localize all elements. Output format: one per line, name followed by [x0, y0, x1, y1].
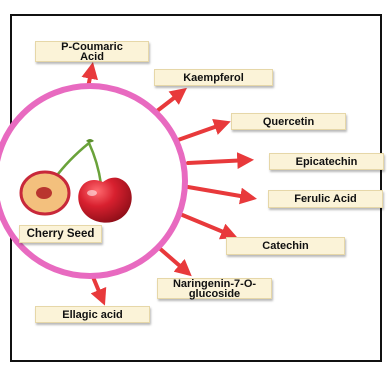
compound-label-catechin: Catechin	[226, 237, 345, 255]
arrow-quercetin	[178, 123, 226, 140]
compound-label-epicatechin: Epicatechin	[269, 153, 384, 170]
compound-label-kaempferol: Kaempferol	[154, 69, 273, 86]
cherry-shine	[87, 190, 97, 196]
compound-label-ferulic-acid: Ferulic Acid	[268, 190, 383, 208]
arrow-catechin	[180, 214, 233, 236]
compound-label-quercetin: Quercetin	[231, 113, 346, 130]
cherry-seed-pit	[36, 187, 52, 199]
arrow-epicatechin	[188, 160, 249, 163]
compound-label-p-coumaric-acid: P-Coumaric Acid	[35, 41, 149, 62]
arrow-ferulic	[188, 187, 252, 198]
compound-label-ellagic-acid: Ellagic acid	[35, 306, 150, 323]
center-label-cherry-seed: Cherry Seed	[19, 225, 102, 243]
compound-label-naringenin-7-o-glucoside: Naringenin-7-O-glucoside	[157, 278, 272, 299]
